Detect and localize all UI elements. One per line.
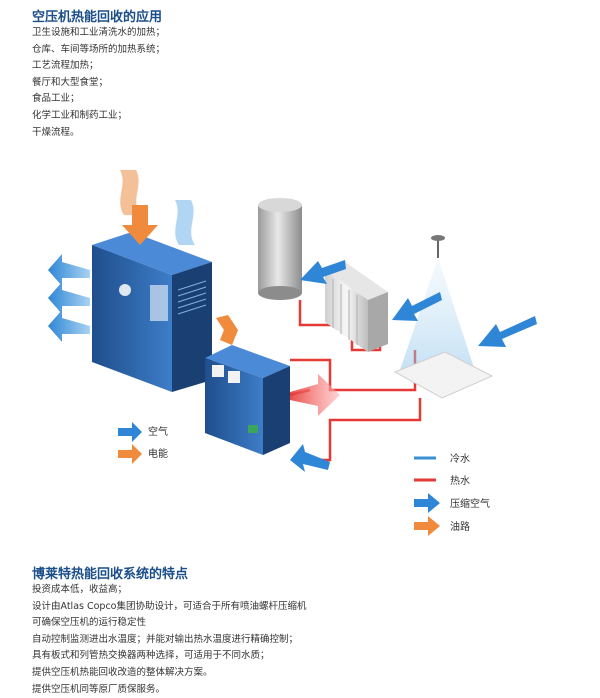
- section-title-features: 博莱特热能回收系统的特点: [32, 567, 189, 582]
- list-item: 自动控制监测进出水温度；并能对输出热水温度进行精确控制；: [32, 633, 299, 645]
- legend-label-compressed-air: 压缩空气: [450, 497, 490, 510]
- air-arrow-icon: [118, 422, 142, 442]
- oil-arrows: [122, 205, 238, 345]
- oil-arrow-icon: [414, 516, 440, 536]
- list-item: 仓库、车间等场所的加热系统；: [32, 43, 166, 55]
- right-legend: 冷水 热水 压缩空气 油路: [414, 452, 490, 536]
- list-item: 干燥流程。: [32, 126, 80, 138]
- main-compressor: [92, 232, 212, 392]
- legend-item-air: 空气: [118, 422, 168, 442]
- shower: [393, 235, 494, 399]
- heat-waves: [120, 170, 195, 245]
- list-item: 可确保空压机的运行稳定性: [32, 617, 147, 629]
- list-item: 工艺流程加热；: [32, 60, 99, 72]
- power-arrow-icon: [118, 444, 142, 464]
- list-item: 具有板式和列管热交换器两种选择，可适用于不同水质；: [32, 650, 270, 662]
- heat-recovery-diagram: 空气 电能 冷水 热水 压缩空气 油路: [48, 170, 537, 536]
- list-item: 投资成本低，收益高；: [32, 584, 128, 595]
- list-item: 餐厅和大型食堂；: [32, 76, 109, 88]
- legend-label-power: 电能: [148, 447, 168, 460]
- list-item: 化学工业和制药工业；: [32, 109, 128, 121]
- list-item: 卫生设施和工业清洗水的加热；: [32, 27, 166, 38]
- list-item: 食品工业；: [32, 93, 80, 105]
- left-legend: 空气 电能: [118, 422, 168, 464]
- legend-label-air: 空气: [148, 425, 168, 438]
- compressed-air-arrows: [290, 260, 537, 472]
- list-item: 提供空压机同等原厂质保服务。: [32, 683, 166, 695]
- legend-item-power: 电能: [118, 444, 168, 464]
- features-list: 投资成本低，收益高； 设计由Atlas Copco集团协助设计，可适合于所有喷油…: [32, 582, 307, 698]
- cooling-air-arrows: [48, 254, 90, 342]
- radiator: [325, 262, 388, 352]
- water-tank: [258, 198, 302, 300]
- legend-label-oil: 油路: [450, 520, 470, 533]
- applications-list: 卫生设施和工业清洗水的加热； 仓库、车间等场所的加热系统； 工艺流程加热； 餐厅…: [32, 25, 165, 141]
- legend-label-hot-water: 热水: [450, 474, 470, 487]
- compressed-air-arrow-icon: [414, 493, 440, 513]
- section-title-applications: 空压机热能回收的应用: [32, 10, 163, 25]
- hot-water-arrows: [290, 374, 340, 416]
- heat-recovery-unit: [205, 345, 290, 455]
- legend-label-cold-water: 冷水: [450, 452, 470, 465]
- list-item: 设计由Atlas Copco集团协助设计，可适合于所有喷油螺杆压缩机: [32, 600, 307, 612]
- list-item: 提供空压机热能回收改造的整体解决方案。: [32, 666, 213, 678]
